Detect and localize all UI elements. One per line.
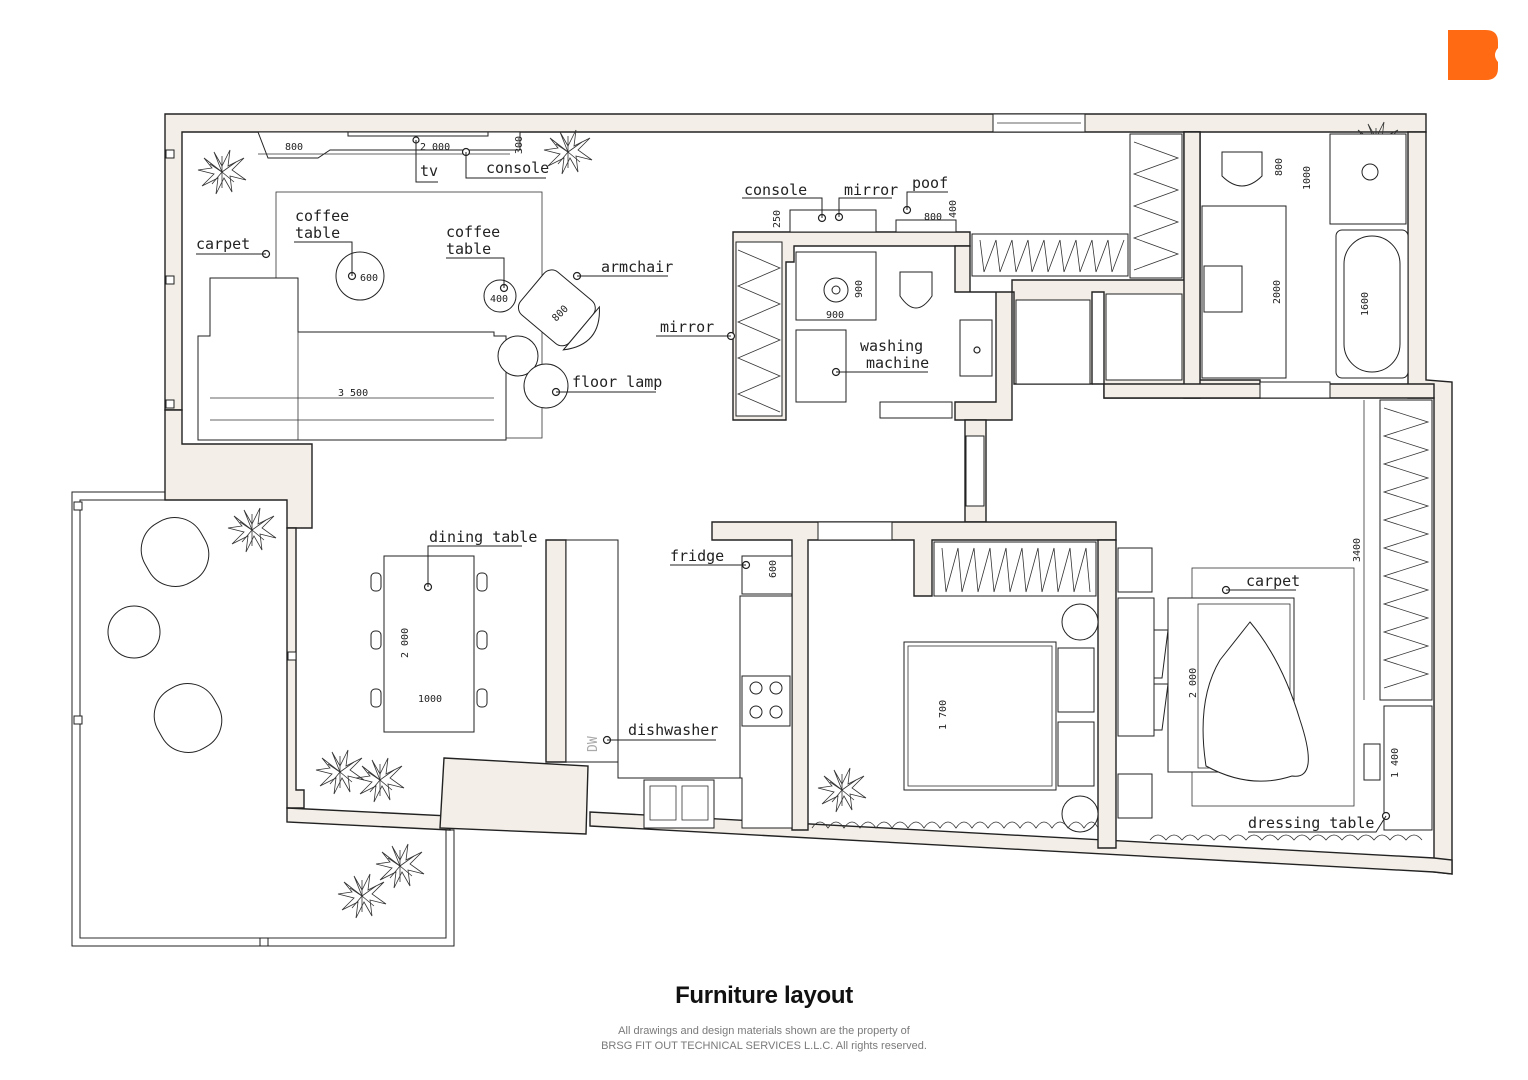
bed-1 [903, 641, 1057, 791]
corner-wall [164, 409, 313, 529]
left-wall-lower [286, 527, 305, 809]
living-console [257, 131, 521, 159]
copyright-line-2: BRSG FIT OUT TECHNICAL SERVICES L.L.C. A… [601, 1040, 927, 1052]
dim-poof-400: 400 [948, 200, 959, 218]
label-coffee-table-1b: table [295, 224, 340, 242]
dim-bed-2000: 2 000 [1188, 668, 1199, 698]
dim-wc-800: 800 [1274, 158, 1285, 176]
wardrobe-hall [735, 241, 783, 417]
dim-coffee-400: 400 [490, 294, 508, 305]
toilet [1221, 151, 1263, 187]
kitchen-sink [643, 779, 715, 829]
dim-console-800: 800 [285, 142, 303, 153]
dim-sofa-3500: 3 500 [338, 388, 368, 399]
dim-poof-800: 800 [924, 212, 942, 223]
label-mirror-hall: mirror [844, 181, 898, 199]
balcony-chair [140, 517, 210, 587]
dim-sink-900: 900 [826, 310, 844, 321]
armchair [517, 269, 600, 351]
armchair-ottoman [497, 335, 539, 377]
plant-icon [337, 873, 387, 919]
plant-icon [315, 749, 365, 795]
plant-icon [197, 149, 247, 195]
dim-dressing-1400: 1 400 [1390, 748, 1401, 778]
bottom-wall [286, 807, 451, 831]
page-title: Furniture layout [675, 982, 853, 1009]
brand-logo [1448, 30, 1498, 80]
label-floor-lamp: floor lamp [572, 373, 662, 391]
plant-icon [375, 843, 425, 889]
label-console-living: console [486, 159, 549, 177]
dim-bed-1700: 1 700 [938, 700, 949, 730]
label-mirror-wardrobe: mirror [660, 318, 714, 336]
bed-wall-mid [1097, 539, 1117, 849]
bath-wall [1183, 131, 1201, 399]
label-fridge: fridge [670, 547, 724, 565]
coffee-table-round-large [335, 251, 385, 301]
label-armchair: armchair [601, 258, 673, 276]
balcony-chair [153, 683, 223, 753]
plant-icon [355, 757, 405, 803]
cooktop [741, 675, 791, 727]
kitchen-wall [545, 539, 567, 763]
copyright-line-1: All drawings and design materials shown … [618, 1025, 910, 1037]
label-console-hall: console [744, 181, 807, 199]
label-dressing-table: dressing table [1248, 814, 1374, 832]
fridge [741, 555, 793, 595]
wardrobe-right-upper [1129, 133, 1183, 279]
dim-depth-300: 300 [514, 136, 525, 154]
dressing-table [1383, 705, 1433, 831]
label-carpet-living: carpet [196, 235, 250, 253]
dim-fridge-600: 600 [768, 560, 779, 578]
dim-bath-2000: 2000 [1272, 280, 1283, 304]
dining-table [383, 555, 475, 733]
label-carpet-bedroom: carpet [1246, 572, 1300, 590]
dim-bath-1000: 1000 [1302, 166, 1313, 190]
label-coffee-table-2b: table [446, 240, 491, 258]
dim-wardrobe-3400: 3400 [1352, 538, 1363, 562]
plant-icon [543, 129, 593, 175]
label-washing-machine-b: machine [866, 354, 929, 372]
label-dishwasher: dishwasher [628, 721, 718, 739]
dim-console-250: 250 [772, 210, 783, 228]
dim-sink-900b: 900 [854, 280, 865, 298]
wardrobe-bed2 [1379, 399, 1433, 701]
planter [439, 757, 589, 835]
dw-label: DW [586, 736, 601, 752]
dim-coffee-600: 600 [360, 273, 378, 284]
label-washing-machine-a: washing [860, 337, 923, 355]
sofa [197, 277, 507, 441]
label-dining-table: dining table [429, 528, 537, 546]
dim-tv-2000: 2 000 [420, 142, 450, 153]
plant-icon [817, 767, 867, 813]
balcony-table [107, 605, 161, 659]
label-coffee-table-2a: coffee [446, 223, 500, 241]
curtain [811, 821, 1099, 829]
plant-icon [227, 507, 277, 553]
label-poof: poof [912, 174, 948, 192]
dim-bath-1600: 1600 [1360, 292, 1371, 316]
label-coffee-table-1a: coffee [295, 207, 349, 225]
dim-dining-2000: 2 000 [400, 628, 411, 658]
label-tv: tv [420, 162, 438, 180]
dim-dining-1000: 1000 [418, 694, 442, 705]
floor-lamp [523, 363, 569, 409]
wardrobe-top [971, 233, 1129, 277]
